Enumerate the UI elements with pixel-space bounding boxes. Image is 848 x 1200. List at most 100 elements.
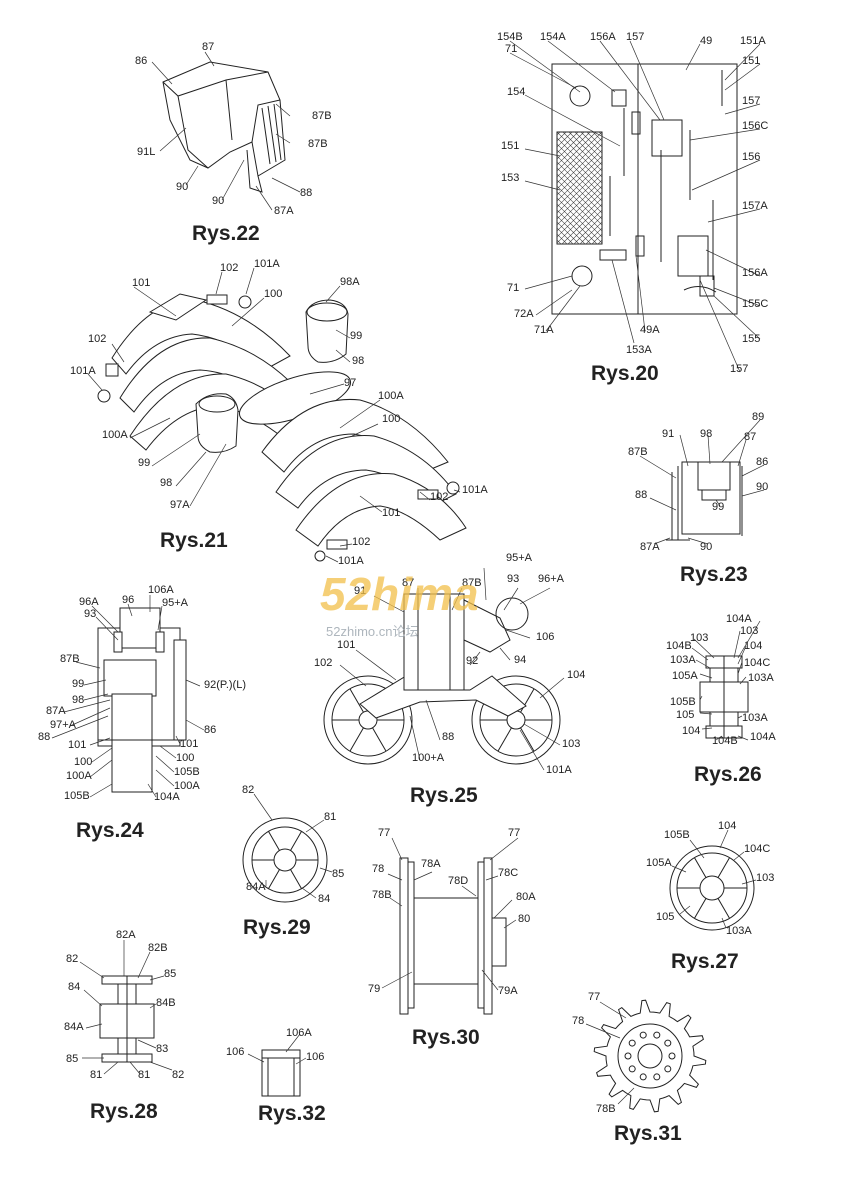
figure-27: 105B 104 104C 105A 103 105 103A Rys.27 [646, 820, 774, 973]
label-71: 71 [507, 282, 519, 294]
label-101a: 101A [254, 258, 280, 270]
label-78b: 78B [596, 1103, 616, 1115]
label-77: 77 [378, 827, 390, 839]
label-90: 90 [700, 541, 712, 553]
label-82: 82 [66, 953, 78, 965]
label-72a: 72A [514, 308, 534, 320]
label-153: 153 [501, 172, 519, 184]
label-82: 82 [242, 784, 254, 796]
figure-25: 95+A 87B 93 96+A 87 91 101 106 92 94 102… [314, 552, 585, 807]
label-154a: 154A [540, 31, 566, 43]
label-84a: 84A [246, 881, 266, 893]
label-80: 80 [518, 913, 530, 925]
label-101a: 101A [338, 555, 364, 567]
figure-22: 86 87 87B 87B 91L 90 90 88 87A Rys.22 [135, 41, 332, 245]
label-98: 98 [700, 428, 712, 440]
label-82b: 82B [148, 942, 168, 954]
label-100: 100 [382, 413, 400, 425]
label-105a: 105A [646, 857, 672, 869]
label-49: 49 [700, 35, 712, 47]
figure-31: 77 78 78B Rys.31 [572, 991, 707, 1145]
label-157a: 157A [742, 200, 768, 212]
label-77: 77 [588, 991, 600, 1003]
label-103a: 103A [670, 654, 696, 666]
figure-32: 106A 106 106 Rys.32 [226, 1027, 326, 1125]
label-98: 98 [72, 694, 84, 706]
label-88: 88 [300, 187, 312, 199]
label-49a: 49A [640, 324, 660, 336]
label-87: 87 [202, 41, 214, 53]
label-102: 102 [314, 657, 332, 669]
label-151a: 151A [740, 35, 766, 47]
watermark: 52hima 52zhimo.cn论坛 [320, 568, 479, 639]
label-86: 86 [204, 724, 216, 736]
label-87a: 87A [274, 205, 294, 217]
label-103: 103 [562, 738, 580, 750]
label-104: 104 [744, 640, 762, 652]
label-100: 100 [264, 288, 282, 300]
label-87: 87 [402, 577, 414, 589]
label-104b: 104B [712, 735, 738, 747]
label-99: 99 [138, 457, 150, 469]
label-93: 93 [507, 573, 519, 585]
label-78a: 78A [421, 858, 441, 870]
figure-24: 96A 106A 93 96 95+A 87B 99 92(P.)(L) 98 … [38, 584, 246, 842]
label-157: 157 [742, 95, 760, 107]
label-96a: 96A [79, 596, 99, 608]
figure-title: Rys.28 [90, 1100, 158, 1123]
label-100a: 100A [102, 429, 128, 441]
label-77: 77 [508, 827, 520, 839]
label-91: 91 [662, 428, 674, 440]
label-105b: 105B [664, 829, 690, 841]
label-78d: 78D [448, 875, 468, 887]
label-101: 101 [337, 639, 355, 651]
figure-26: 104A 104B 103 103 103A 104 105A 104C 103… [666, 613, 776, 786]
label-80a: 80A [516, 891, 536, 903]
label-84: 84 [318, 893, 330, 905]
label-154: 154 [507, 86, 525, 98]
label-105: 105 [676, 709, 694, 721]
label-95a: 95+A [506, 552, 533, 564]
figure-title: Rys.31 [614, 1122, 682, 1145]
label-81: 81 [90, 1069, 102, 1081]
label-79: 79 [368, 983, 380, 995]
label-103: 103 [740, 625, 758, 637]
label-88: 88 [442, 731, 454, 743]
label-99: 99 [72, 678, 84, 690]
label-101a: 101A [546, 764, 572, 776]
label-156a: 156A [742, 267, 768, 279]
label-101: 101 [382, 507, 400, 519]
label-88: 88 [38, 731, 50, 743]
label-71: 71 [505, 43, 517, 55]
figure-20: 154B 71 154A 156A 157 49 151A 151 154 15… [497, 31, 768, 385]
label-101: 101 [180, 738, 198, 750]
label-156: 156 [742, 151, 760, 163]
label-99: 99 [350, 330, 362, 342]
figure-title: Rys.23 [680, 563, 748, 586]
label-104: 104 [567, 669, 585, 681]
label-78: 78 [572, 1015, 584, 1027]
label-157: 157 [626, 31, 644, 43]
label-101a: 101A [462, 484, 488, 496]
label-101: 101 [68, 739, 86, 751]
label-87b: 87B [628, 446, 648, 458]
label-89: 89 [752, 411, 764, 423]
label-100a: 100+A [412, 752, 445, 764]
label-105b: 105B [174, 766, 200, 778]
label-87a: 87A [640, 541, 660, 553]
label-104a: 104A [750, 731, 776, 743]
label-100: 100 [176, 752, 194, 764]
label-92: 92 [466, 655, 478, 667]
label-87a: 87A [46, 705, 66, 717]
label-84a: 84A [64, 1021, 84, 1033]
figure-29: 82 81 85 84A 84 Rys.29 [242, 784, 344, 939]
label-84b: 84B [156, 997, 176, 1009]
label-88: 88 [635, 489, 647, 501]
label-86: 86 [756, 456, 768, 468]
label-87b: 87B [462, 577, 482, 589]
label-90: 90 [176, 181, 188, 193]
label-103a: 103A [742, 712, 768, 724]
label-104: 104 [718, 820, 736, 832]
label-79a: 79A [498, 985, 518, 997]
figure-title: Rys.20 [591, 362, 659, 385]
